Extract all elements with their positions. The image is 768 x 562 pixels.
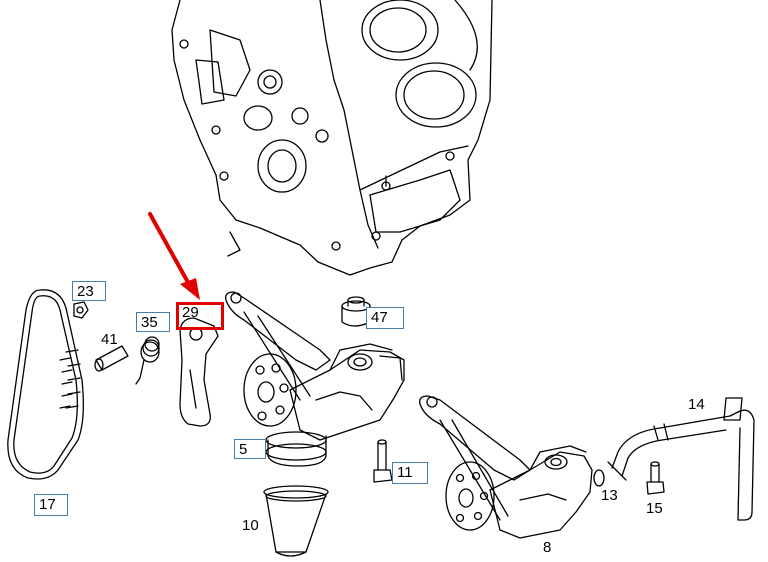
callout-15: 15 bbox=[646, 500, 663, 517]
callout-35: 35 bbox=[136, 312, 170, 332]
callout-17: 17 bbox=[34, 494, 68, 516]
nut-drawing bbox=[73, 301, 89, 319]
bracket-drawing bbox=[179, 317, 219, 427]
oil-pipe-drawing bbox=[607, 397, 755, 521]
callout-13: 13 bbox=[601, 487, 618, 504]
callout-8: 8 bbox=[543, 539, 552, 556]
callout-14: 14 bbox=[688, 396, 705, 413]
cap-drawing bbox=[341, 296, 371, 327]
callout-11: 11 bbox=[392, 462, 428, 484]
callout-47: 47 bbox=[366, 307, 404, 329]
callout-23: 23 bbox=[72, 281, 106, 301]
callout-29-highlighted: 29 bbox=[176, 302, 224, 330]
callout-5: 5 bbox=[234, 439, 266, 459]
o-ring-drawing bbox=[593, 469, 605, 487]
engine-block-drawing bbox=[171, 0, 493, 276]
bolt-drawing bbox=[373, 439, 393, 483]
drive-belt-drawing bbox=[7, 289, 84, 480]
spring-drawing bbox=[135, 336, 160, 385]
strainer-drawing bbox=[263, 485, 329, 557]
pointer-arrow bbox=[148, 212, 200, 300]
oil-pump-assembly-drawing bbox=[225, 291, 405, 467]
bolt-small-drawing bbox=[646, 461, 665, 495]
pin-drawing bbox=[94, 345, 129, 372]
callout-10: 10 bbox=[242, 517, 259, 534]
callout-41: 41 bbox=[101, 331, 118, 348]
oil-pump-detail-drawing bbox=[419, 395, 593, 539]
